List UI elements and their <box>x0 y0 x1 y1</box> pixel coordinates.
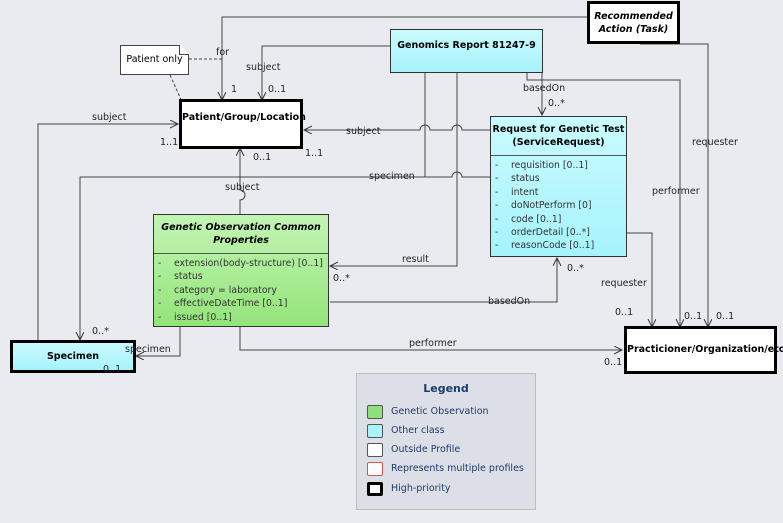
legend-label: Represents multiple profiles <box>391 463 524 474</box>
obs-based-on-multiplicity: 0..* <box>567 263 584 274</box>
report-subject-label: subject <box>246 62 281 73</box>
obs-based-on-label: basedOn <box>488 296 531 307</box>
genomics-report-class[interactable]: Genomics Report 81247-9 <box>390 29 543 73</box>
genetic-observation-attribute: -category = laboratory <box>158 284 277 296</box>
report-subject-connector <box>262 45 392 100</box>
specimen-title: Specimen <box>46 351 100 362</box>
specimen-subject-label: subject <box>92 112 127 123</box>
legend-swatch <box>367 405 383 419</box>
request-requester-connector <box>627 232 652 327</box>
patient-title: Patient/Group/Location <box>182 112 306 123</box>
genetic-observation-attribute: -status <box>158 271 203 283</box>
obs-specimen-label: specimen <box>125 344 171 355</box>
report-subject-multiplicity: 0..1 <box>268 84 287 95</box>
obs-specimen-connector <box>136 327 181 356</box>
legend: Legend Genetic Observation Other class O… <box>356 373 536 510</box>
genetic-observation-attributes: -extension(body-structure) [0..1] -status… <box>154 253 328 326</box>
legend-swatch <box>367 462 383 476</box>
service-request-attribute: -doNotPerform [0] <box>495 200 592 212</box>
practitioner-title: Practicioner/Organization/etc <box>627 344 783 355</box>
result-multiplicity: 0..* <box>333 273 350 284</box>
recommended-action-title-1: Recommended <box>594 11 673 22</box>
practitioner-class[interactable]: Practicioner/Organization/etc <box>624 326 783 374</box>
report-performer-connector <box>526 72 680 327</box>
patient-group-location-class[interactable]: Patient/Group/Location <box>179 99 306 149</box>
obs-subject-label: subject <box>225 182 260 193</box>
specimen-class[interactable]: Specimen <box>10 340 136 373</box>
specimen-multiplicity: 0..* <box>92 326 109 337</box>
legend-swatch <box>367 443 383 457</box>
genetic-observation-title-2: Properties <box>213 235 269 246</box>
result-label: result <box>402 254 429 265</box>
task-requester-connector <box>640 43 708 327</box>
request-requester-multiplicity: 0..1 <box>615 307 634 318</box>
for-multiplicity: 1 <box>231 84 238 95</box>
report-performer-label: performer <box>652 186 700 197</box>
service-request-attribute: -orderDetail [0..*] <box>495 227 590 239</box>
genetic-observation-title-1: Genetic Observation Common <box>161 222 321 233</box>
service-request-attribute: -code [0..1] <box>495 213 562 225</box>
for-connector <box>222 16 598 100</box>
legend-label: Other class <box>391 425 445 436</box>
service-request-class[interactable]: Request for Genetic Test (ServiceRequest… <box>490 116 627 257</box>
service-request-attributes: -requisition [0..1] -status-intent -doNotP… <box>491 155 626 255</box>
specimen-subject-multiplicity: 1..1 <box>160 137 179 148</box>
request-requester-label: requester <box>601 278 647 289</box>
request-subject-multiplicity: 1..1 <box>305 148 324 159</box>
legend-swatch <box>367 424 383 438</box>
recommended-action-class[interactable]: Recommended Action (Task) <box>587 1 680 44</box>
based-on-label: basedOn <box>523 83 566 94</box>
task-requester-label: requester <box>692 137 738 148</box>
legend-label: Outside Profile <box>391 444 461 455</box>
genetic-observation-attribute: -extension(body-structure) [0..1] <box>158 258 323 269</box>
request-subject-label: subject <box>346 126 381 137</box>
genomics-report-title: Genomics Report 81247-9 <box>397 40 536 51</box>
genetic-observation-attribute: -effectiveDateTime [0..1] <box>158 298 288 310</box>
patient-only-note: Patient only <box>120 45 189 75</box>
obs-subject-multiplicity: 0..1 <box>253 152 272 163</box>
legend-label: High-priority <box>391 483 451 494</box>
service-request-title-1: Request for Genetic Test <box>492 124 625 135</box>
legend-label: Genetic Observation <box>391 406 489 417</box>
legend-swatch <box>367 482 383 496</box>
service-request-attribute: -status <box>495 173 540 185</box>
recommended-action-title-2: Action (Task) <box>598 24 669 35</box>
based-on-multiplicity: 0..* <box>548 98 565 109</box>
obs-performer-multiplicity: 0..1 <box>604 357 623 368</box>
service-request-title-2: (ServiceRequest) <box>512 137 605 148</box>
genetic-observation-class[interactable]: Genetic Observation Common Properties -e… <box>153 214 329 327</box>
obs-basedon-connector <box>330 258 557 303</box>
legend-title: Legend <box>423 382 469 395</box>
for-label: for <box>216 47 230 58</box>
request-subject-connector <box>304 124 490 130</box>
task-requester-multiplicity: 0..1 <box>716 311 735 322</box>
service-request-attribute: -intent <box>495 186 539 198</box>
service-request-attribute: -reasonCode [0..1] <box>495 240 595 252</box>
genetic-observation-attribute: -issued [0..1] <box>158 311 232 323</box>
obs-performer-connector <box>239 327 622 350</box>
request-specimen-connector <box>80 171 490 340</box>
specimen-subject-connector <box>37 124 178 340</box>
report-performer-multiplicity: 0..1 <box>684 311 703 322</box>
obs-performer-label: performer <box>409 338 457 349</box>
obs-specimen-multiplicity: 0..1 <box>103 364 122 375</box>
report-result-connector <box>330 72 458 266</box>
service-request-attribute: -requisition [0..1] <box>495 160 588 171</box>
obs-subject-connector <box>240 148 246 214</box>
request-specimen-label: specimen <box>369 171 415 182</box>
